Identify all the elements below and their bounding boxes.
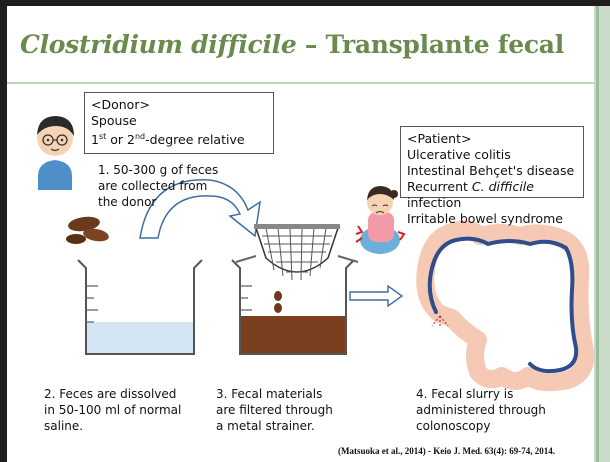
step4-text: 4. Fecal slurry is administered through … [416, 386, 546, 434]
step2-line2: in 50-100 ml of normal [44, 402, 181, 418]
patient-item-cdiff: Recurrent C. difficile infection [407, 179, 577, 211]
step3-text: 3. Fecal materials are filtered through … [216, 386, 333, 434]
donor-relative-2: or 2 [106, 132, 135, 147]
donor-line-spouse: Spouse [91, 113, 267, 129]
saline-beaker-icon [78, 260, 202, 354]
donor-person-icon [37, 116, 74, 190]
patient-item-ulcerative: Ulcerative colitis [407, 147, 577, 163]
patient-recurrent-b: infection [407, 195, 461, 210]
step2-line3: saline. [44, 418, 181, 434]
right-arrow-icon [350, 286, 402, 306]
step3-line2: are filtered through [216, 402, 333, 418]
patient-recurrent-italic: C. difficile [472, 179, 534, 194]
colon-icon [425, 230, 585, 383]
patient-info-box: <Patient> Ulcerative colitis Intestinal … [400, 126, 584, 198]
donor-relative-3: -degree relative [145, 132, 244, 147]
step4-line2: administered through [416, 402, 546, 418]
step1-text: 1. 50-300 g of feces are collected from … [98, 162, 218, 210]
strainer-beaker-icon [232, 260, 354, 354]
step1-line3: the donor [98, 194, 218, 210]
patient-person-icon [356, 186, 404, 254]
donor-info-box: <Donor> Spouse 1st or 2nd-degree relativ… [84, 92, 274, 154]
feces-icon [66, 215, 110, 244]
step3-line1: 3. Fecal materials [216, 386, 333, 402]
step3-line3: a metal strainer. [216, 418, 333, 434]
patient-item-behcet: Intestinal Behçet's disease [407, 163, 577, 179]
patient-item-ibs: Irritable bowel syndrome [407, 211, 577, 227]
step2-line1: 2. Feces are dissolved [44, 386, 181, 402]
step4-line1: 4. Fecal slurry is [416, 386, 546, 402]
patient-heading: <Patient> [407, 131, 577, 147]
patient-recurrent-a: Recurrent [407, 179, 472, 194]
donor-relative-1: 1 [91, 132, 99, 147]
citation: (Matsuoka et al., 2014) - Keio J. Med. 6… [338, 446, 555, 456]
step1-line1: 1. 50-300 g of feces [98, 162, 218, 178]
donor-heading: <Donor> [91, 97, 267, 113]
donor-line-relative: 1st or 2nd-degree relative [91, 129, 267, 148]
step1-line2: are collected from [98, 178, 218, 194]
donor-relative-sup2: nd [135, 132, 145, 141]
step2-text: 2. Feces are dissolved in 50-100 ml of n… [44, 386, 181, 434]
step4-line3: colonoscopy [416, 418, 546, 434]
